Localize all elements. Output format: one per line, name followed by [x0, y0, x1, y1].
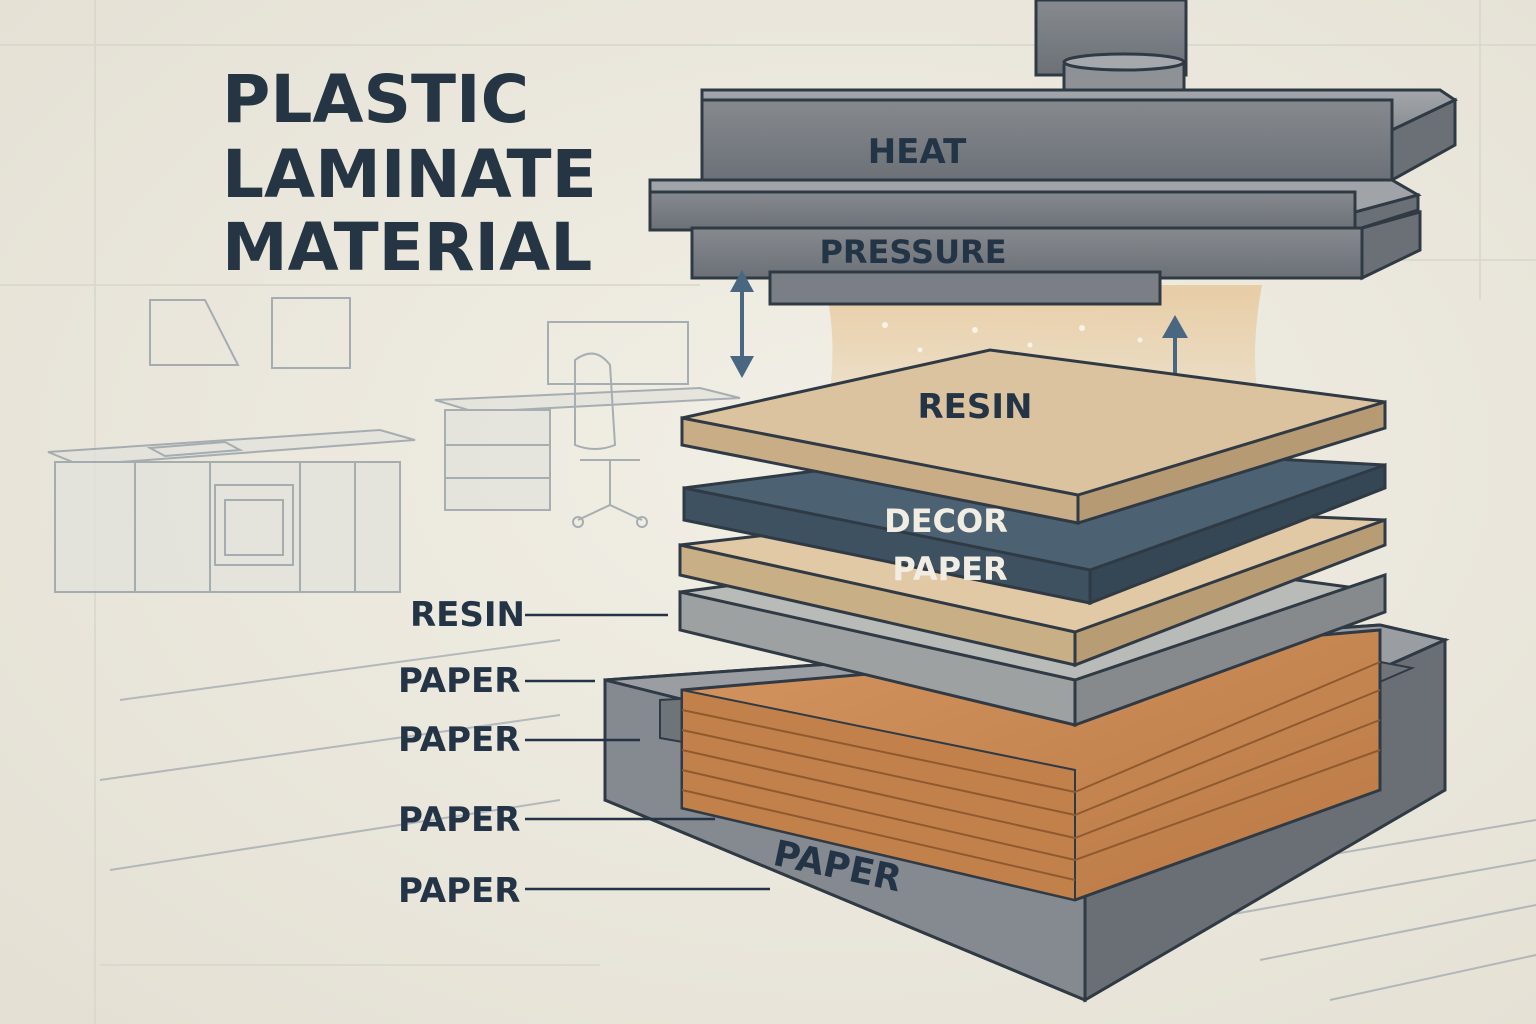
callout-label: PAPER: [398, 661, 520, 701]
heat-plate: HEAT: [702, 90, 1455, 180]
callout-label: PAPER: [398, 720, 520, 760]
callout-label: PAPER: [398, 800, 520, 840]
pressure-label: PRESSURE: [819, 233, 1006, 271]
resin-top-label: RESIN: [918, 387, 1033, 427]
decor-label-line-1: DECOR: [884, 502, 1008, 540]
heat-label: HEAT: [868, 132, 967, 172]
title-line-3: MATERIAL: [222, 209, 592, 286]
title-line-2: LAMINATE: [222, 136, 597, 213]
desk-drawers: [445, 410, 550, 510]
callout-label: PAPER: [398, 871, 520, 911]
decor-label-line-2: PAPER: [892, 550, 1007, 588]
title-line-1: PLASTIC: [222, 61, 529, 138]
callout-label: RESIN: [410, 595, 525, 635]
base-cabinets: [55, 462, 400, 592]
